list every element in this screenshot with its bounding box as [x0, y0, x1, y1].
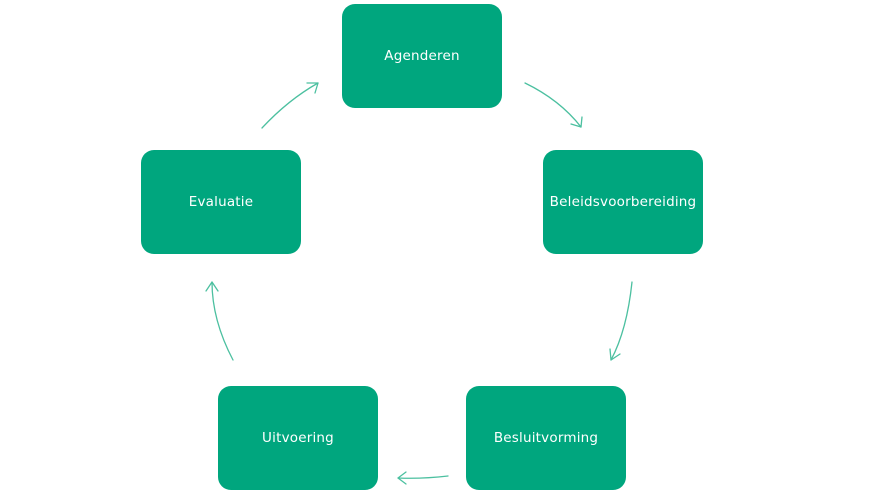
arrow-beleidsvoorbereiding-to-besluitvorming	[609, 281, 633, 361]
step-label-agenderen: Agenderen	[384, 48, 460, 64]
step-label-evaluatie: Evaluatie	[188, 194, 254, 210]
step-agenderen: Agenderen	[342, 4, 502, 108]
arrow-besluitvorming-to-uitvoering	[397, 471, 449, 485]
step-uitvoering: Uitvoering	[218, 386, 378, 490]
step-beleidsvoorbereiding: Beleidsvoorbereiding	[543, 150, 703, 254]
step-label-beleidsvoorbereiding: Beleidsvoorbereiding	[549, 194, 697, 210]
step-evaluatie: Evaluatie	[141, 150, 301, 254]
step-besluitvorming: Besluitvorming	[466, 386, 626, 490]
arrow-uitvoering-to-evaluatie	[205, 281, 234, 361]
step-label-besluitvorming: Besluitvorming	[493, 430, 599, 446]
arrow-agenderen-to-beleidsvoorbereiding	[524, 82, 583, 128]
arrow-evaluatie-to-agenderen	[261, 82, 319, 129]
step-label-uitvoering: Uitvoering	[262, 430, 334, 446]
